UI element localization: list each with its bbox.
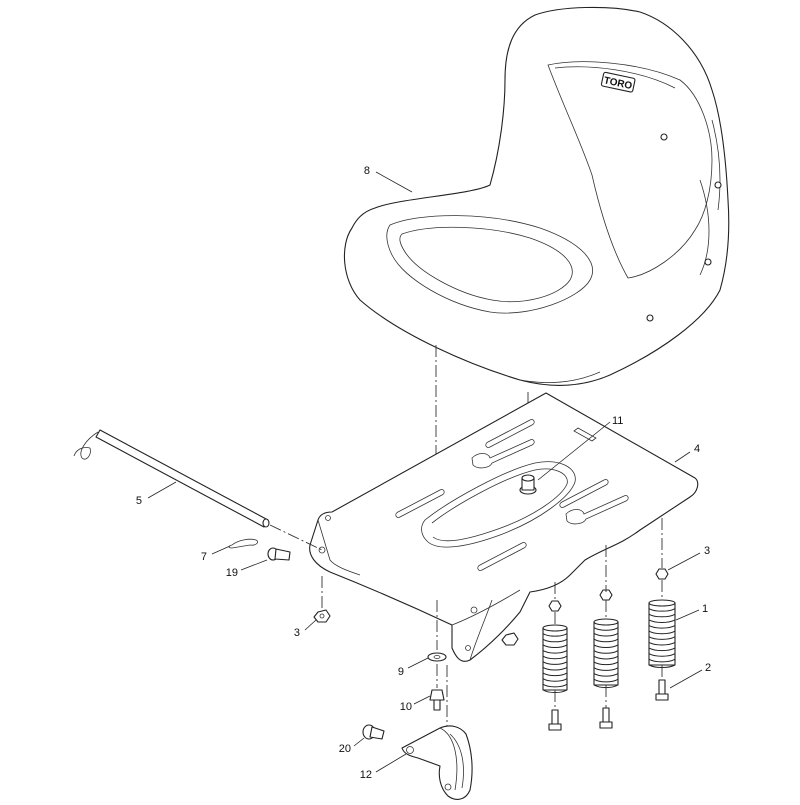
callout-bolt-right: 2: [705, 662, 711, 674]
hairpin: [228, 538, 258, 549]
pivot-pin: [362, 724, 385, 740]
nut-left: [313, 609, 331, 623]
washer: [427, 652, 447, 662]
callout-hairpin: 7: [201, 551, 207, 563]
leader-lines: [147, 171, 703, 773]
callout-rod: 5: [136, 495, 142, 507]
callout-seat: 8: [364, 165, 370, 177]
callout-nut-right: 3: [704, 545, 710, 557]
rod: [73, 429, 270, 528]
callout-seat-pan: 4: [694, 443, 700, 455]
nut-pan: [501, 632, 519, 646]
clevis-pin: [267, 547, 291, 561]
callout-washer: 9: [398, 666, 404, 678]
callout-bracket: 12: [360, 769, 372, 781]
spring-assemblies: [542, 568, 676, 731]
callout-bolt-left: 10: [400, 701, 412, 713]
callout-knob: 11: [612, 415, 623, 427]
bolt-left: [429, 689, 445, 711]
callout-labels: 8 5 7 19 3 4 11 3 1 2 9 10 20 12: [136, 165, 711, 781]
callout-spring: 1: [702, 603, 708, 615]
callout-nut-left: 3: [294, 627, 300, 639]
seat-pan: [309, 392, 699, 662]
bracket: [401, 725, 473, 800]
knob: [519, 474, 537, 495]
callout-pivot-pin: 20: [339, 743, 351, 755]
callout-clevis-pin: 19: [226, 567, 238, 579]
seat: TORO: [343, 6, 730, 386]
